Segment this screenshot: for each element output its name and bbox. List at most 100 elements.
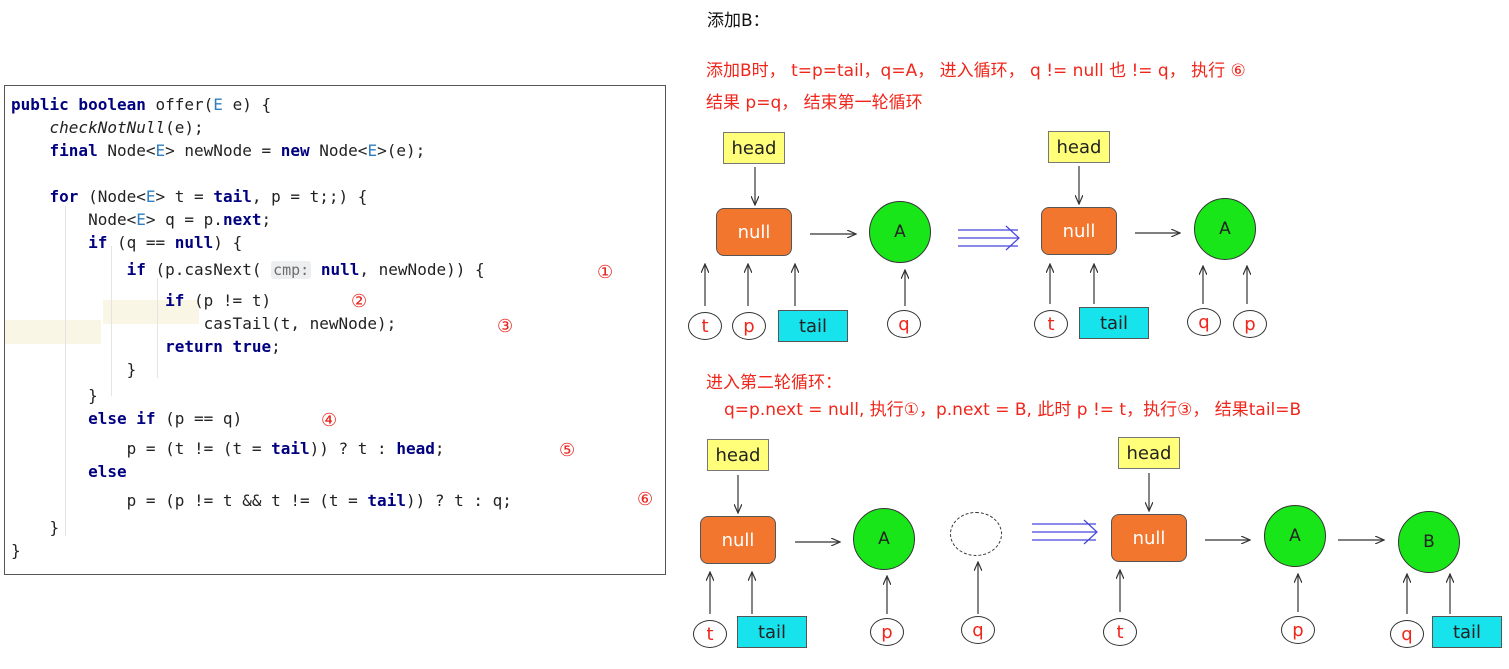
code-token: (q == xyxy=(107,233,175,252)
marker-4: ④ xyxy=(321,410,338,431)
code-token: tail xyxy=(271,439,310,458)
code-token: , p = t;;) { xyxy=(251,187,368,206)
var-t: t xyxy=(1034,310,1068,338)
marker-2: ② xyxy=(351,291,368,312)
indent-guide xyxy=(111,246,112,396)
code-token: (p == q) xyxy=(155,409,243,428)
code-token: Node< xyxy=(97,141,156,160)
code-token: )) ? t : q; xyxy=(405,491,512,510)
code-line: if (p != t) xyxy=(11,291,271,311)
head-box: head xyxy=(1118,437,1180,469)
code-token: Node< xyxy=(309,141,368,160)
code-line: p = (p != t && t != (t = tail)) ? t : q; xyxy=(11,491,512,511)
code-token: E xyxy=(136,210,146,229)
node-b: B xyxy=(1398,511,1460,573)
code-token: E xyxy=(145,187,156,206)
head-box: head xyxy=(707,439,769,471)
code-token: cmp: xyxy=(271,261,312,279)
code-token: checkNotNull xyxy=(49,118,166,137)
code-line: p = (t != (t = tail)) ? t : head; xyxy=(11,439,445,459)
code-highlight-inner xyxy=(103,300,199,324)
section2-line1: q=p.next = null, 执行①，p.next = B, 此时 p !=… xyxy=(724,400,1302,420)
code-token: else xyxy=(88,462,127,481)
code-line: for (Node<E> t = tail, p = t;;) { xyxy=(11,187,368,207)
var-q: q xyxy=(1390,620,1424,648)
code-token: (p != t) xyxy=(184,291,272,310)
null-node: null xyxy=(700,516,776,564)
var-p: p xyxy=(870,618,904,646)
tail-box: tail xyxy=(778,310,848,342)
code-token: if xyxy=(88,233,108,252)
var-t: t xyxy=(1103,618,1137,646)
code-token: Node< xyxy=(11,210,137,229)
node-a: A xyxy=(1194,198,1256,260)
code-token: (p.casNext( xyxy=(145,260,272,279)
head-box: head xyxy=(1048,131,1110,163)
code-token: head xyxy=(396,439,435,458)
code-highlight-left xyxy=(5,320,101,344)
code-panel: public boolean offer(E e) { checkNotNull… xyxy=(4,85,666,575)
code-token: } xyxy=(11,541,21,560)
null-node: null xyxy=(1111,514,1187,562)
code-token: E xyxy=(155,141,166,160)
page-title: 添加B： xyxy=(707,11,770,31)
code-token: null xyxy=(174,233,214,252)
code-token: if xyxy=(126,260,146,279)
code-token: offer( xyxy=(145,95,214,114)
null-node: null xyxy=(1041,207,1117,255)
code-line: casTail(t, newNode); xyxy=(11,314,397,334)
code-token: E xyxy=(367,141,378,160)
code-token: (e); xyxy=(165,118,204,137)
marker-6: ⑥ xyxy=(637,489,654,510)
code-token: E xyxy=(213,95,223,114)
code-token: ; xyxy=(271,337,281,356)
code-token: tail xyxy=(213,187,252,206)
code-line: checkNotNull(e); xyxy=(11,118,204,138)
code-token: } xyxy=(11,518,60,537)
code-line: } xyxy=(11,518,60,538)
code-token: } xyxy=(11,386,98,405)
node-a: A xyxy=(869,201,931,263)
var-p: p xyxy=(1233,310,1267,338)
code-token: tail xyxy=(367,491,406,510)
code-line: if (q == null) { xyxy=(11,233,242,253)
tail-box: tail xyxy=(737,616,807,648)
code-token: else if xyxy=(88,409,156,428)
marker-1: ① xyxy=(597,262,614,283)
head-box: head xyxy=(723,132,785,164)
code-token: for xyxy=(49,187,79,206)
code-token: (Node< xyxy=(78,187,146,206)
code-token: null xyxy=(320,260,360,279)
code-line: } xyxy=(11,541,21,561)
code-line: public boolean offer(E e) { xyxy=(11,95,271,115)
code-line: else xyxy=(11,462,127,482)
var-q: q xyxy=(887,310,921,338)
code-line: if (p.casNext( cmp: null, newNode)) { xyxy=(11,260,485,280)
marker-5: ⑤ xyxy=(559,440,576,461)
code-token: new xyxy=(280,141,310,160)
var-q: q xyxy=(961,616,995,644)
tail-box: tail xyxy=(1432,616,1502,648)
code-token: ) { xyxy=(213,233,243,252)
section1-line1: 添加B时， t=p=tail，q=A， 进入循环， q != null 也 !=… xyxy=(706,61,1246,81)
node-a: A xyxy=(1264,505,1326,567)
marker-3: ③ xyxy=(497,316,514,337)
double-arrow-head xyxy=(1083,519,1098,545)
double-arrow-head xyxy=(1005,225,1020,251)
code-token: >(e); xyxy=(377,141,426,160)
code-token: )) ? t : xyxy=(309,439,397,458)
tail-box: tail xyxy=(1079,307,1149,339)
var-p: p xyxy=(1281,616,1315,644)
code-token: public boolean xyxy=(11,95,146,114)
code-line: } xyxy=(11,386,98,406)
var-t: t xyxy=(693,620,727,648)
code-token: > newNode = xyxy=(165,141,281,160)
code-token: final xyxy=(49,141,98,160)
code-token: return true xyxy=(165,337,272,356)
code-token: if xyxy=(165,291,185,310)
section1-line2: 结果 p=q， 结束第一轮循环 xyxy=(706,93,923,113)
null-node: null xyxy=(716,208,792,256)
code-line: return true; xyxy=(11,337,281,357)
